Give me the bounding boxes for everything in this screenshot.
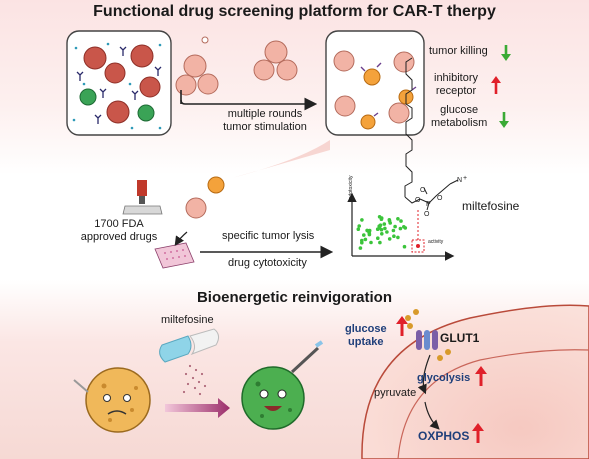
svg-text:+: + — [463, 175, 467, 182]
scatter-point — [366, 229, 371, 233]
scatter-point — [357, 224, 362, 228]
scatter-point — [367, 232, 372, 237]
scatter-point — [379, 217, 384, 221]
section-title: Bioenergetic reinvigoration — [196, 289, 393, 306]
scatter-point — [393, 224, 397, 229]
reinvigoration-arrow — [165, 398, 230, 418]
miltefosine-structure — [404, 57, 459, 211]
glucose-line2: metabolism — [431, 116, 488, 129]
glut1-label: GLUT1 — [440, 331, 480, 345]
down-arrow-icon — [499, 112, 509, 128]
scatter-point — [402, 225, 406, 229]
coculture-box — [66, 30, 172, 136]
page-title: Functional drug screening platform for C… — [93, 3, 496, 20]
outcome-glucose-metabolism: glucose metabolism — [431, 104, 487, 129]
glucose-uptake-label: glucose uptake — [345, 323, 387, 348]
scatter-point — [382, 222, 387, 226]
scatter-point — [402, 244, 407, 249]
structure-atoms: O P O O O N + — [415, 175, 467, 218]
scatter-point — [380, 232, 384, 236]
inhibitory-line1: inhibitory — [434, 72, 479, 84]
exhausted-tcell — [73, 367, 151, 433]
scatter-point — [376, 236, 380, 240]
scatter-point — [396, 217, 400, 221]
scatter-point — [378, 240, 382, 245]
scatter-point — [383, 226, 387, 231]
scatter-point — [396, 235, 400, 240]
antibody-marks — [76, 46, 162, 124]
outcome-inhibitory-receptor: inhibitory receptor — [434, 72, 478, 97]
scatter-point — [392, 234, 396, 238]
uptake-line1: glucose — [345, 323, 387, 335]
screen-cells — [174, 176, 225, 246]
tumor-cell — [83, 44, 161, 124]
y-axis-label: cytotoxicity — [348, 175, 354, 200]
drugs-line1: 1700 FDA — [94, 218, 144, 230]
drug-library-icon — [122, 180, 163, 215]
cytotoxicity-label: drug cytotoxicity — [228, 257, 307, 269]
scatter-point — [385, 230, 389, 234]
drug-library-label: 1700 FDA approved drugs — [76, 218, 162, 243]
stimulation-label-line2: tumor stimulation — [223, 120, 307, 133]
plate-icon — [154, 242, 195, 269]
glycolysis-label: glycolysis — [417, 372, 471, 384]
scatter-point — [360, 218, 364, 222]
scatter-point — [387, 237, 392, 241]
up-arrow-icon — [491, 76, 501, 94]
scatter-point — [363, 237, 368, 242]
exhausted-coculture-box — [325, 30, 425, 136]
svg-text:O: O — [415, 197, 421, 204]
outcome-tumor-killing: tumor killing — [429, 45, 488, 57]
svg-text:O: O — [437, 195, 443, 202]
svg-text:O: O — [420, 187, 426, 194]
up-arrow-icon — [472, 423, 484, 443]
stimulation-label: multiple rounds tumor stimulation — [210, 108, 320, 133]
scatter-point — [362, 233, 366, 237]
lysis-label: specific tumor lysis — [222, 230, 315, 242]
pyruvate-label: pyruvate — [374, 387, 417, 399]
scatter-point — [360, 238, 364, 243]
glut1-transporter-icon — [405, 309, 451, 361]
glucose-line1: glucose — [440, 104, 479, 116]
scatter-point — [378, 223, 383, 227]
svg-text:P: P — [426, 201, 431, 208]
down-arrow-icon — [501, 45, 511, 61]
scatter-point — [398, 226, 403, 231]
scatter-point — [356, 227, 361, 231]
compound-label: miltefosine — [462, 199, 520, 213]
scatter-point — [391, 228, 396, 233]
scatter-plot — [347, 192, 455, 261]
svg-text:O: O — [424, 211, 430, 218]
drug-capsule-icon — [159, 328, 220, 363]
stimulation-label-line1: multiple rounds — [227, 108, 303, 120]
x-axis-label: activity — [428, 239, 444, 245]
oxphos-label: OXPHOS — [418, 429, 470, 443]
scatter-point — [358, 246, 363, 250]
drug-label: miltefosine — [161, 314, 214, 326]
svg-text:N: N — [457, 177, 462, 184]
drug-particles — [182, 364, 207, 396]
scatter-point — [387, 218, 392, 222]
scatter-point — [399, 219, 403, 223]
drugs-line2: approved drugs — [80, 230, 158, 243]
energized-tcell — [241, 340, 324, 430]
scatter-point — [388, 221, 393, 225]
scatter-point — [369, 240, 373, 245]
up-arrow-icon — [396, 316, 408, 336]
inhibitory-line2: receptor — [435, 84, 477, 97]
hit-box — [411, 239, 425, 253]
up-arrow-icon — [475, 366, 487, 386]
uptake-line2: uptake — [348, 335, 384, 348]
t-cell — [79, 88, 155, 122]
